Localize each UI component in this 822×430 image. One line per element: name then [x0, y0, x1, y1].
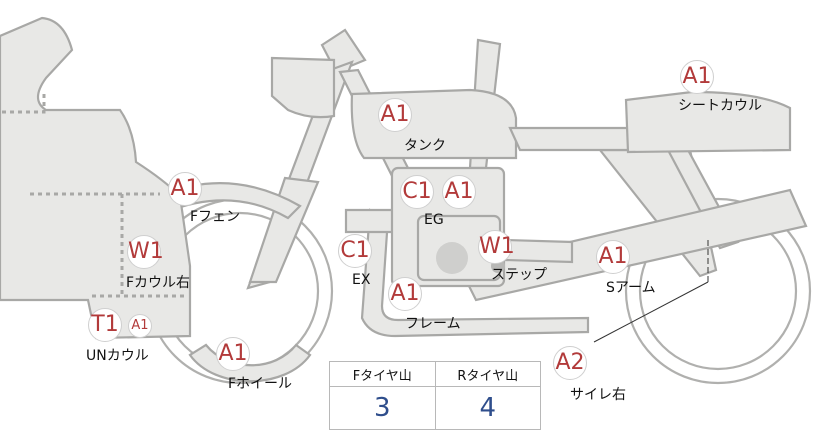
engine-badge-1[interactable]: C1 — [400, 175, 434, 209]
frame-badge-1[interactable]: A1 — [388, 277, 422, 311]
cowl-seam-side — [30, 192, 186, 298]
front-tire-value[interactable]: 3 — [329, 386, 436, 430]
seat-cowl-label: シートカウル — [678, 98, 762, 114]
silencer-right-label: サイレ右 — [570, 387, 626, 403]
rear-tire-outer — [624, 197, 812, 385]
step-part — [504, 238, 574, 264]
tank-badge-1[interactable]: A1 — [378, 98, 412, 132]
rear-tire-value[interactable]: 4 — [434, 386, 541, 430]
under-cowl-badge-2[interactable]: A1 — [128, 314, 152, 338]
front-tire-header: Fタイヤ山 — [329, 361, 436, 387]
tank-label: タンク — [404, 138, 446, 154]
f-wheel-label: Fホイール — [228, 376, 293, 392]
tire-tread-table: Fタイヤ山 Rタイヤ山 3 4 — [329, 361, 541, 430]
seat-cowl-badge-1[interactable]: A1 — [680, 60, 714, 94]
exhaust-badge-1[interactable]: C1 — [338, 234, 372, 268]
silencer-leader-line — [593, 281, 709, 343]
f-fender-label: Fフェン — [190, 209, 241, 225]
exhaust-label: EX — [352, 272, 371, 288]
step-badge-1[interactable]: W1 — [478, 230, 515, 264]
fork-cover — [248, 176, 320, 284]
under-cowl-badge-1[interactable]: T1 — [88, 308, 122, 342]
swing-arm-badge-1[interactable]: A1 — [596, 240, 630, 274]
swing-arm-label: Sアーム — [606, 280, 656, 296]
silencer-right-badge-1[interactable]: A2 — [553, 346, 587, 380]
under-cowl-label: UNカウル — [86, 348, 149, 364]
step-label: ステップ — [491, 267, 547, 283]
rear-tire-header: Rタイヤ山 — [434, 361, 541, 387]
f-cowl-right-badge-1[interactable]: W1 — [127, 235, 164, 269]
tire-table-value-row: 3 4 — [329, 386, 541, 430]
f-cowl-right-label: Fカウル右 — [126, 275, 191, 291]
swing-arm-part — [458, 188, 808, 302]
frame-label: フレーム — [405, 316, 461, 332]
cowl-seam-top — [2, 94, 46, 114]
tire-table-header-row: Fタイヤ山 Rタイヤ山 — [329, 361, 541, 387]
headlight-cover — [270, 56, 336, 119]
engine-label: EG — [424, 212, 444, 228]
f-fender-badge-1[interactable]: A1 — [168, 172, 202, 206]
engine-badge-2[interactable]: A1 — [442, 175, 476, 209]
f-wheel-badge-1[interactable]: A1 — [216, 337, 250, 371]
engine-cover — [436, 242, 468, 274]
